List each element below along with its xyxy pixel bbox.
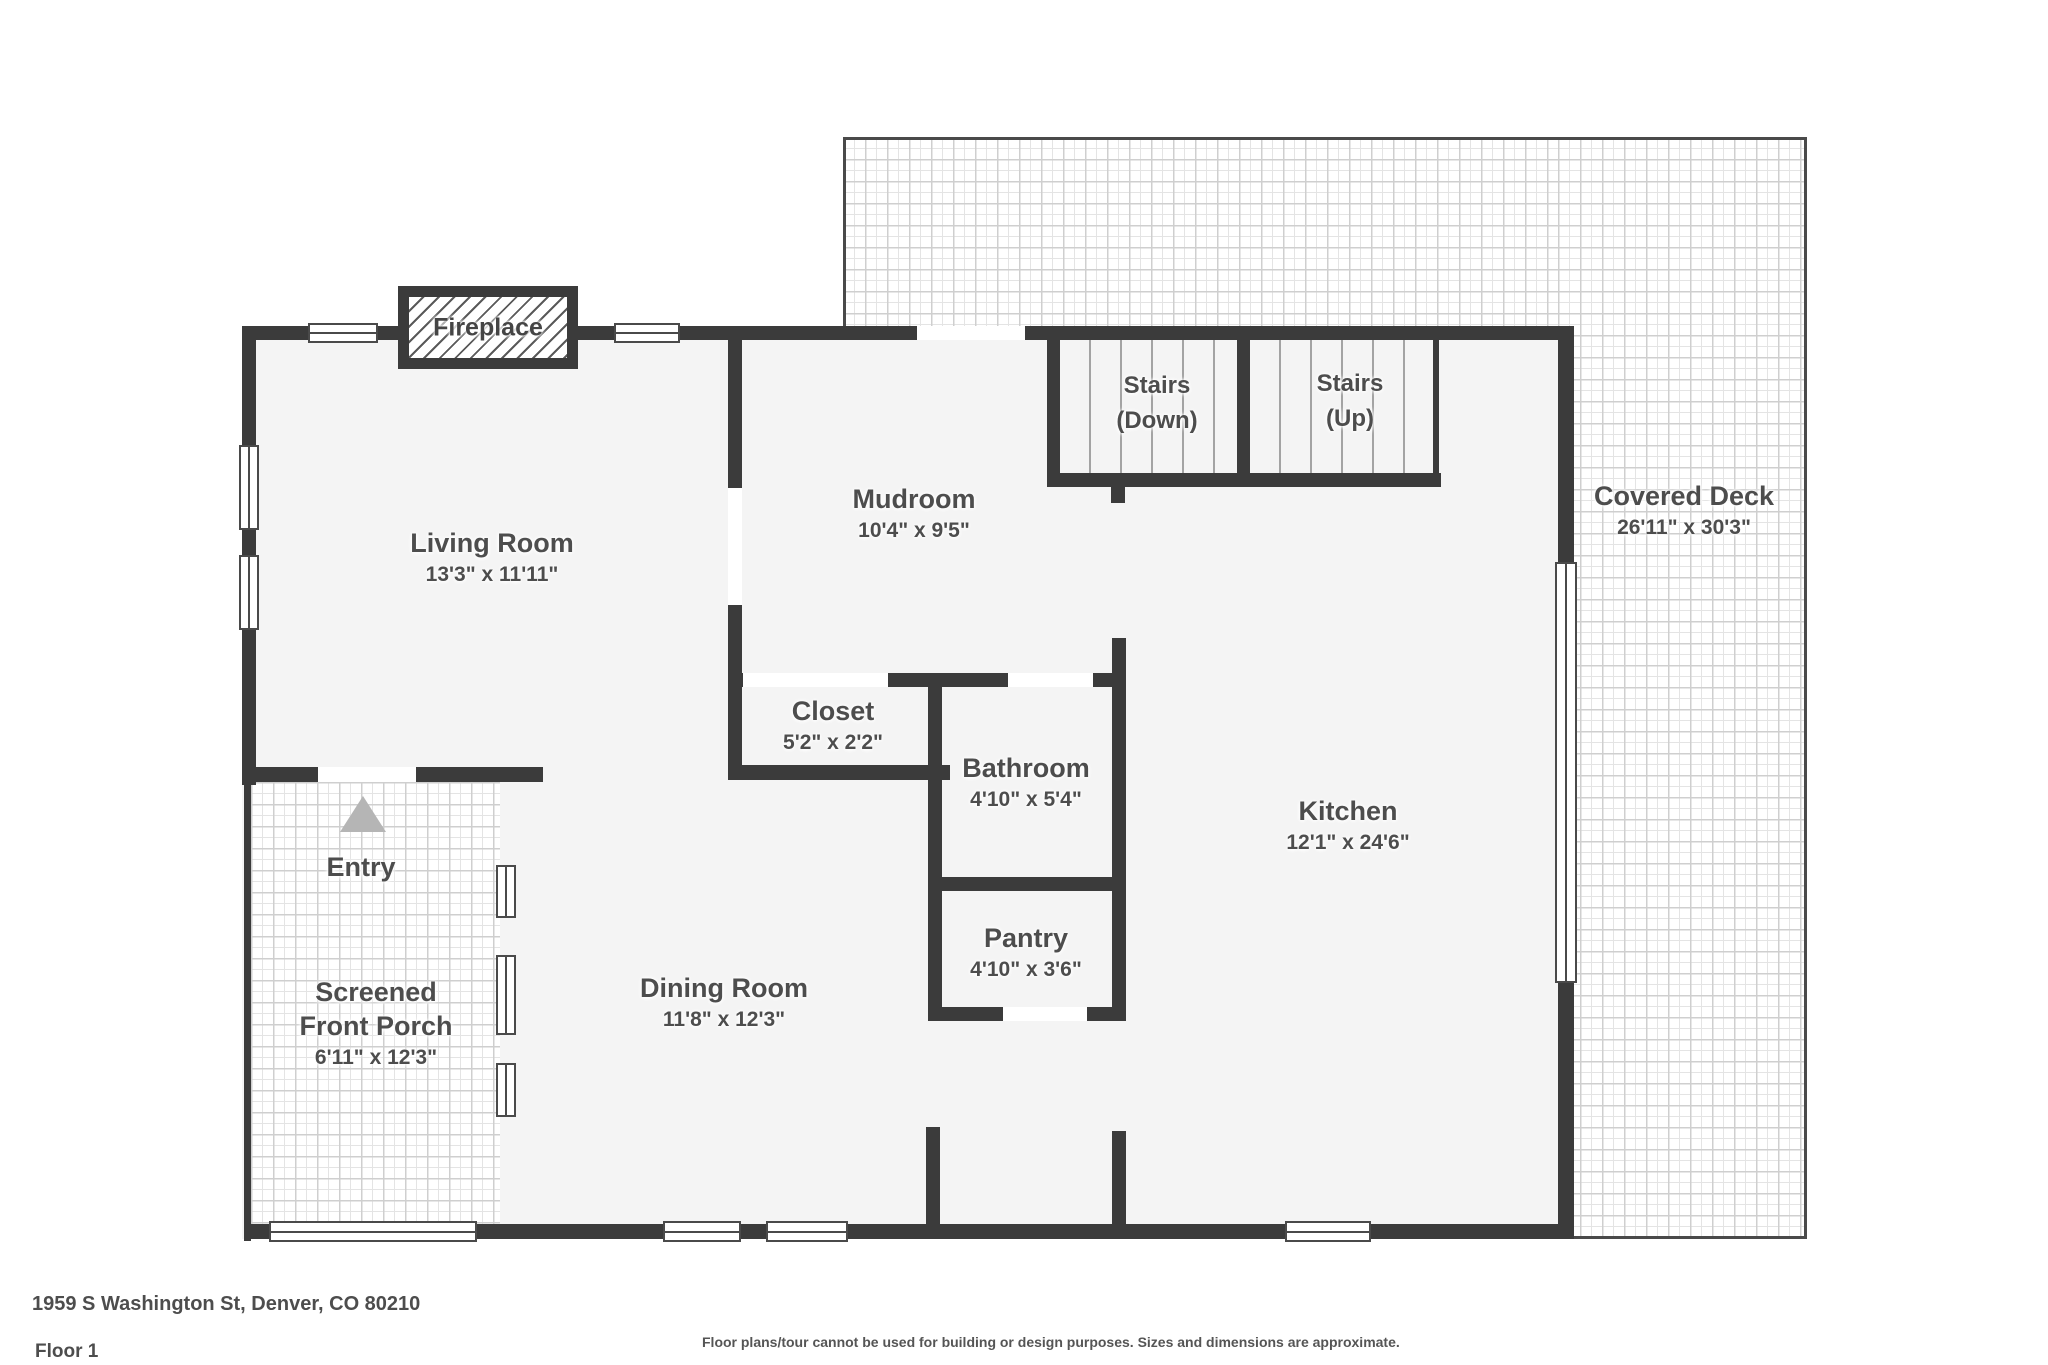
label-mudroom: Mudroom 10'4" x 9'5" <box>853 482 976 546</box>
porch-tile <box>251 782 500 1226</box>
room-dims: 6'11" x 12'3" <box>314 1046 438 1069</box>
window-top-left-of-fireplace <box>308 323 378 343</box>
disclaimer-text: Floor plans/tour cannot be used for buil… <box>702 1334 1400 1350</box>
label-pantry: Pantry 4'10" x 3'6" <box>970 921 1082 985</box>
window-kitchen-right <box>1555 562 1577 983</box>
wall-closet-bottom <box>728 765 950 780</box>
wall-stairs-right <box>1433 340 1439 473</box>
label-kitchen: Kitchen 12'1" x 24'6" <box>1286 794 1409 858</box>
room-dims: 5'2" x 2'2" <box>783 731 883 754</box>
label-bathroom: Bathroom 4'10" x 5'4" <box>962 751 1090 815</box>
room-dims: 11'8" x 12'3" <box>662 1008 786 1031</box>
stairs-line2: (Up) <box>1326 405 1374 432</box>
room-name: Dining Room <box>640 973 808 1003</box>
wall-bathroom-left <box>928 673 942 1020</box>
fireplace: Fireplace <box>398 286 578 369</box>
room-dims: 4'10" x 5'4" <box>970 788 1082 811</box>
stairs-line1: Stairs <box>1316 370 1384 397</box>
wall-stairs-divider <box>1237 340 1250 473</box>
room-name: Kitchen <box>1298 796 1398 826</box>
label-entry: Entry <box>326 850 395 884</box>
label-living-room: Living Room 13'3" x 11'11" <box>410 526 574 590</box>
fireplace-label: Fireplace <box>433 313 543 341</box>
window-dining-bottom-1 <box>663 1221 741 1242</box>
room-name: Pantry <box>983 923 1069 953</box>
opening-entry-door <box>318 767 416 782</box>
stairs-line1: Stairs <box>1123 372 1191 399</box>
room-dims: 12'1" x 24'6" <box>1286 831 1410 854</box>
room-name-line2: Front Porch <box>299 1011 453 1041</box>
deck-outline-top <box>843 137 1807 140</box>
opening-pantry-door <box>1003 1007 1087 1021</box>
wall-stairs-left <box>1047 340 1060 473</box>
window-kitchen-bottom <box>1285 1221 1371 1242</box>
opening-mudroom-deck <box>917 326 1025 340</box>
floor-label: Floor 1 <box>35 1341 99 1362</box>
label-closet: Closet 5'2" x 2'2" <box>783 694 883 758</box>
wall-bathroom-pantry-divider <box>928 877 1126 891</box>
room-name-line1: Screened <box>315 977 437 1007</box>
room-name: Entry <box>326 852 396 882</box>
label-stairs-down: Stairs (Down) <box>1116 368 1197 438</box>
wall-stairs-stub <box>1111 487 1125 503</box>
wall-stairs-bottom <box>1047 473 1441 487</box>
opening-bathroom-door <box>1008 673 1093 687</box>
room-name: Covered Deck <box>1593 481 1775 511</box>
window-porch-right-3 <box>496 1063 516 1117</box>
room-name: Closet <box>791 696 875 726</box>
window-porch-right-2 <box>496 955 516 1035</box>
label-covered-deck: Covered Deck 26'11" x 30'3" <box>1594 479 1774 543</box>
room-name: Mudroom <box>852 484 976 514</box>
address-text: 1959 S Washington St, Denver, CO 80210 <box>32 1293 421 1315</box>
window-porch-bottom <box>269 1221 477 1242</box>
room-dims: 10'4" x 9'5" <box>858 519 970 542</box>
room-dims: 4'10" x 3'6" <box>970 958 1082 981</box>
window-living-left-2 <box>239 555 259 630</box>
window-top-right-of-fireplace <box>614 323 680 343</box>
window-dining-bottom-2 <box>766 1221 848 1242</box>
stairs-line2: (Down) <box>1116 407 1198 434</box>
window-porch-right-1 <box>496 865 516 918</box>
room-dims: 13'3" x 11'11" <box>425 563 559 586</box>
porch-left-wall <box>244 780 251 1241</box>
window-living-left-1 <box>239 445 259 530</box>
room-dims: 26'11" x 30'3" <box>1617 516 1751 539</box>
deck-tile-right <box>1558 137 1807 1237</box>
label-dining-room: Dining Room 11'8" x 12'3" <box>640 971 808 1035</box>
deck-outline-bottom <box>1558 1236 1807 1239</box>
entry-arrow-icon <box>340 796 386 832</box>
label-screened-front-porch: Screened Front Porch 6'11" x 12'3" <box>300 975 453 1073</box>
room-name: Living Room <box>410 528 574 558</box>
room-name: Bathroom <box>962 753 1090 783</box>
stairs-down-treads <box>1060 340 1237 473</box>
stairs-up-treads <box>1250 340 1432 473</box>
wall-dining-kitchen-stub <box>926 1127 940 1224</box>
label-stairs-up: Stairs (Up) <box>1317 366 1384 436</box>
wall-bathroom-right <box>1112 638 1126 1021</box>
opening-living-mudroom <box>728 488 742 605</box>
deck-outline-right <box>1804 137 1807 1237</box>
opening-closet <box>743 673 888 687</box>
wall-kitchen-stub <box>1112 1131 1126 1224</box>
wall-bottom-exterior <box>244 1224 1574 1239</box>
deck-outline-left <box>843 137 846 340</box>
